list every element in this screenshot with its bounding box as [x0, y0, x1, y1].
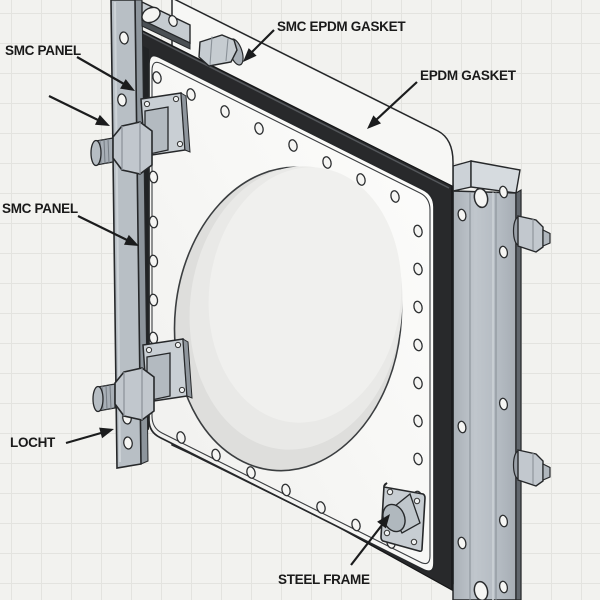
bolt-hole — [148, 293, 159, 307]
front-smc-panel — [148, 54, 435, 573]
steel-frame-flange — [380, 482, 426, 553]
channel-bolt-upper — [512, 215, 551, 253]
bolt-hole — [186, 88, 196, 101]
arrow-epdm-gasket — [375, 81, 418, 121]
bolt-hole — [254, 122, 264, 135]
bolt-hole — [356, 173, 366, 186]
bolt-hole — [288, 139, 298, 152]
label-smc-panel-lower: SMC PANEL — [2, 201, 78, 216]
right-channel — [452, 160, 551, 600]
bolt-hole — [322, 156, 332, 169]
label-smc-panel-upper: SMC PANEL — [5, 43, 81, 58]
label-smc-epdm-gasket: SMC EPDM GASKET — [277, 19, 406, 34]
bolt-hole — [211, 448, 221, 462]
bolt-hole — [246, 466, 256, 479]
bar-holes — [117, 31, 133, 450]
panel-bolt-assembly-upper — [90, 92, 191, 175]
bolt-hole — [220, 105, 230, 118]
bolt-hole — [413, 262, 423, 276]
bolt-hole — [316, 501, 326, 514]
bolt-hole — [413, 224, 423, 238]
bolt-hole — [176, 431, 186, 444]
bolt-hole — [498, 245, 509, 259]
bolt-hole — [413, 338, 423, 352]
bolt-hole — [498, 514, 509, 528]
arrow-smc-panel-lower — [77, 215, 128, 241]
bolt-hole — [148, 254, 159, 268]
bolt-hole — [123, 436, 133, 450]
panel-dome — [173, 166, 403, 472]
bolt-hole — [351, 518, 361, 532]
bolt-hole — [117, 93, 127, 107]
bolt-hole — [148, 215, 159, 229]
bolt-hole — [457, 208, 467, 222]
bolt-hole — [457, 536, 467, 550]
panel-bolt-assembly-lower — [92, 338, 193, 421]
gasket-stack-bolt — [198, 34, 244, 67]
bolt-hole — [498, 580, 509, 594]
bolt-hole — [457, 420, 467, 434]
callout-labels: SMC EPDM GASKET EPDM GASKET SMC PANEL SM… — [2, 19, 517, 587]
label-locht: LOCHT — [10, 435, 56, 450]
channel-bolt-lower — [512, 449, 551, 487]
bolt-hole — [413, 376, 423, 390]
bolt-hole — [498, 397, 509, 411]
arrow-locht — [65, 431, 102, 445]
arrow-steel-frame — [350, 524, 383, 566]
channel-bolt-holes — [457, 185, 509, 600]
leader-arrows — [48, 29, 418, 566]
panel-bolt-holes — [148, 71, 423, 549]
bolt-hole — [473, 580, 489, 600]
bolt-hole — [413, 452, 423, 466]
flange-hole — [168, 15, 178, 27]
bolt-hole — [281, 483, 291, 497]
arrow-smc-epdm-gasket — [251, 29, 275, 53]
arrow-unlabeled — [48, 95, 99, 121]
bolt-hole — [413, 414, 423, 428]
flange-hole — [141, 6, 161, 24]
arrow-smc-panel-upper — [76, 56, 125, 85]
label-steel-frame: STEEL FRAME — [278, 572, 370, 587]
bolt-hole — [152, 71, 162, 84]
bolt-hole — [473, 187, 489, 209]
bolt-hole — [119, 31, 129, 45]
bolt-hole — [148, 170, 159, 184]
label-epdm-gasket: EPDM GASKET — [420, 68, 517, 83]
bolt-hole — [390, 190, 400, 203]
bolt-hole — [413, 300, 423, 314]
bolt-hole — [498, 185, 509, 199]
